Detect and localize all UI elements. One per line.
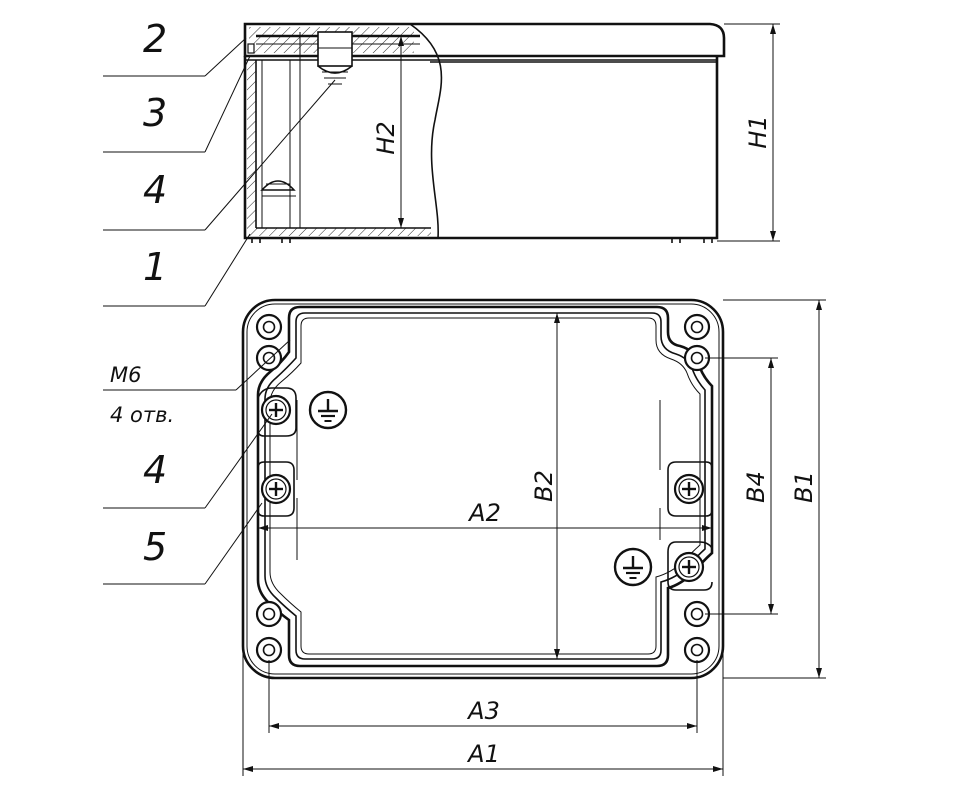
mounting-hole-icon: [255, 600, 283, 628]
callout-2: 2: [143, 17, 167, 61]
dimension-h2: H2: [372, 36, 404, 228]
screw-head-icon: [673, 551, 705, 583]
side-section-view: [243, 22, 726, 243]
mounting-hole-icon: [255, 344, 283, 372]
dimension-a3: A3: [268, 660, 698, 733]
label-m6: M6: [110, 363, 141, 387]
mounting-hole-icon: [683, 636, 711, 664]
dimension-b2: B2: [530, 313, 560, 659]
mounting-hole-icon: [683, 313, 711, 341]
label-b1: B1: [790, 471, 818, 503]
label-a1: A1: [466, 740, 500, 768]
label-b2: B2: [530, 470, 558, 502]
dimension-h1: H1: [717, 23, 780, 242]
ground-symbol-icon: [308, 390, 348, 430]
corner-holes: [255, 313, 711, 664]
mounting-hole-icon: [255, 313, 283, 341]
ground-symbol-icon: [613, 547, 653, 587]
screw-head-icon: [673, 473, 705, 505]
label-h1: H1: [744, 115, 772, 148]
dimension-b1: B1: [723, 299, 826, 679]
callouts-top: 2 3 4 1: [103, 17, 336, 307]
callout-1: 1: [143, 245, 167, 289]
label-a2: A2: [467, 499, 501, 527]
screw-head-icon: [260, 473, 292, 505]
mounting-hole-icon: [255, 636, 283, 664]
callout-5: 5: [143, 525, 167, 569]
label-h2: H2: [372, 121, 400, 154]
ground-symbols: [308, 390, 653, 587]
callouts-plan: M6 4 отв. 4 5: [103, 339, 291, 585]
callout-3: 3: [143, 91, 167, 135]
label-holes: 4 отв.: [110, 403, 174, 427]
dimension-a2: A2: [258, 499, 712, 531]
label-b4: B4: [742, 471, 770, 503]
dimension-a1: A1: [242, 640, 724, 776]
plan-view: [241, 298, 725, 680]
callout-4-bottom: 4: [143, 448, 167, 492]
label-a3: A3: [466, 697, 500, 725]
callout-4-top: 4: [143, 168, 167, 212]
screw-head-icon: [260, 394, 292, 426]
dimension-b4: B4: [705, 357, 778, 615]
